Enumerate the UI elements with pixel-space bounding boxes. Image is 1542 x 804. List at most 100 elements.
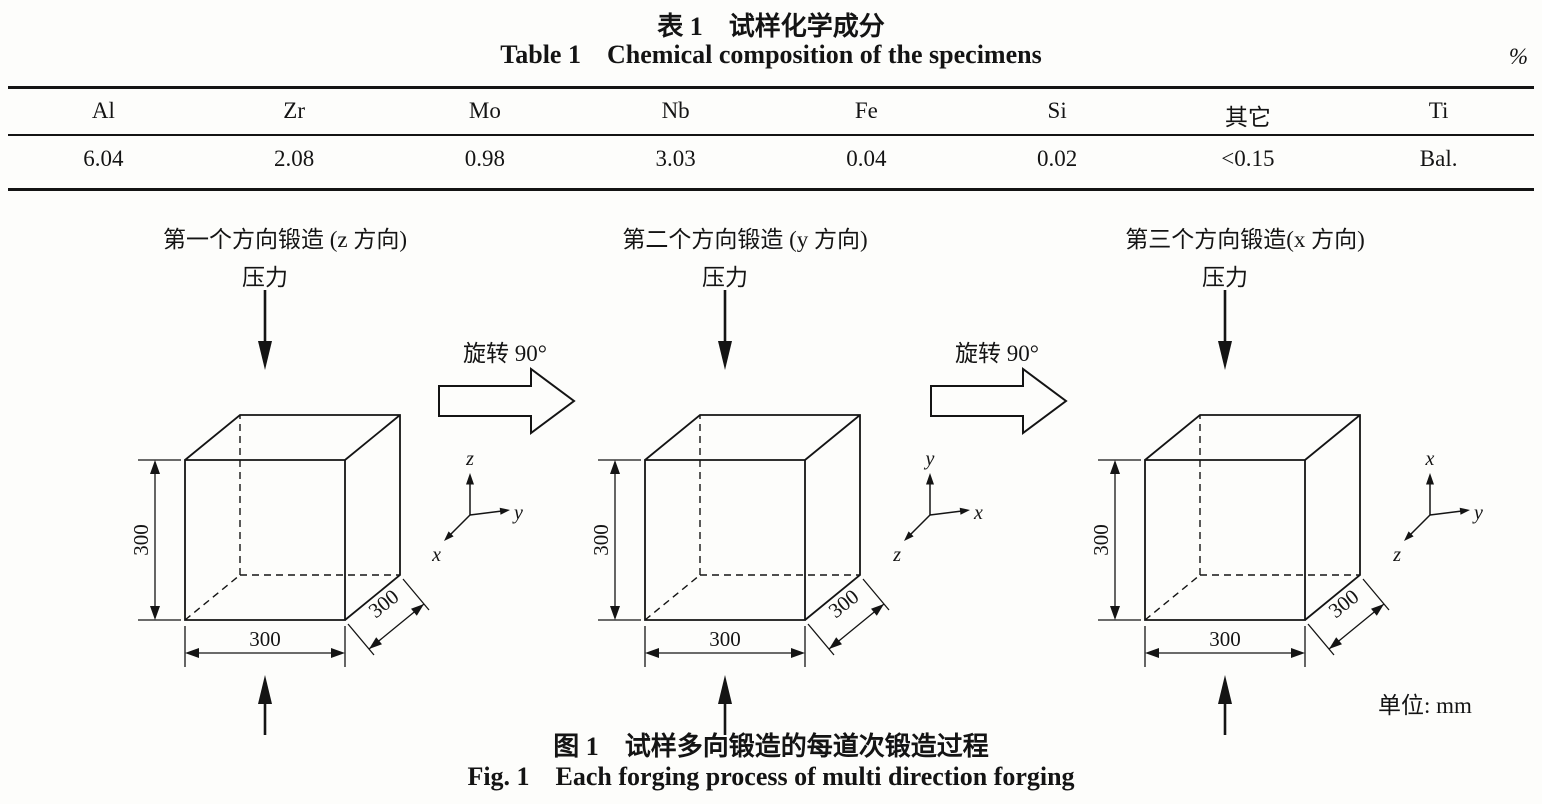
pressure-up-arrow-icon <box>1218 675 1232 735</box>
table-title-en: Table 1 Chemical composition of the spec… <box>500 40 1042 69</box>
figure-caption-en: Fig. 1 Each forging process of multi dir… <box>467 762 1075 791</box>
pressure-label: 压力 <box>1202 265 1248 290</box>
forging-panel-1: 第一个方向锻造 (z 方向) 压力 300 300 <box>105 220 535 740</box>
axis-label-up: x <box>1425 448 1435 470</box>
cube-hidden-edges <box>1144 415 1360 621</box>
pressure-up-arrow-icon <box>718 675 732 735</box>
axis-triad: z y x <box>431 448 523 566</box>
cube-visible-edges <box>184 414 401 621</box>
dim-arrowhead <box>1145 648 1159 658</box>
pressure-down-arrow-icon <box>718 290 732 370</box>
table-value-cell: <0.15 <box>1221 146 1275 171</box>
width-dimension: 300 <box>644 626 806 667</box>
table-value-cell: 3.03 <box>655 146 696 171</box>
axis-arrowhead <box>499 507 510 515</box>
table-header-cell: Fe <box>854 98 878 123</box>
panel-title: 第三个方向锻造(x 方向) <box>1125 227 1365 252</box>
axis-arrowhead <box>904 531 914 541</box>
dim-arrowhead <box>369 637 382 649</box>
depth-dimension: 300 <box>347 578 430 656</box>
depth-dimension-label: 300 <box>364 584 404 622</box>
axis-label-side: y <box>512 502 523 524</box>
dim-arrowhead <box>331 648 345 658</box>
table-rule-middle <box>8 134 1534 136</box>
axis-arrowhead <box>444 531 454 541</box>
width-dimension: 300 <box>184 626 346 667</box>
table-header-cell: Mo <box>468 98 501 123</box>
forging-cube-diagram: 300 300 300 y x z <box>589 414 983 667</box>
axis-label-diag: z <box>892 544 901 566</box>
height-dimension: 300 <box>589 459 641 621</box>
cube-visible-edges <box>644 414 861 621</box>
depth-dimension: 300 <box>807 578 890 656</box>
forging-panel-2: 第二个方向锻造 (y 方向) 压力 300 300 <box>565 220 995 740</box>
axis-arrowhead <box>959 507 970 515</box>
table-header-cell: Al <box>91 98 115 123</box>
cube-hidden-edges <box>184 415 400 621</box>
dim-arrowhead <box>150 606 160 620</box>
width-dimension-label: 300 <box>1209 627 1241 651</box>
table-value-cell: 0.04 <box>846 146 887 171</box>
axis-label-up: y <box>924 448 935 470</box>
height-dimension-label: 300 <box>1089 524 1113 556</box>
height-dimension-label: 300 <box>589 524 613 556</box>
dim-arrowhead <box>185 648 199 658</box>
table-header-cell: Ti <box>1428 98 1449 123</box>
table-value-cell: 2.08 <box>274 146 315 171</box>
depth-dimension-label: 300 <box>1324 584 1364 622</box>
rotate-block-arrow-icon <box>930 367 1068 435</box>
unit-note: 单位: mm <box>1378 693 1472 718</box>
width-dimension: 300 <box>1144 626 1306 667</box>
width-dimension-label: 300 <box>249 627 281 651</box>
dim-arrowhead <box>1371 604 1384 616</box>
dim-arrowhead <box>871 604 884 616</box>
table-data-row: 6.04 2.08 0.98 3.03 0.04 0.02 <0.15 Bal. <box>8 146 1534 172</box>
dim-arrowhead <box>610 460 620 474</box>
axis-triad: x y z <box>1392 448 1483 566</box>
width-dimension-label: 300 <box>709 627 741 651</box>
table-header-cell: 其它 <box>1224 105 1271 130</box>
dim-arrowhead <box>1110 460 1120 474</box>
table-value-cell: Bal. <box>1419 146 1458 171</box>
table-header-cell: Nb <box>661 98 690 123</box>
forging-panel-3: 第三个方向锻造(x 方向) 压力 300 300 <box>1065 220 1495 740</box>
rotate-90-label-1: 旋转 90° <box>463 341 547 366</box>
table-value-cell: 0.98 <box>464 146 505 171</box>
forging-cube-diagram: 300 300 300 z y x <box>129 414 523 667</box>
dim-arrowhead <box>1110 606 1120 620</box>
axis-arrowhead <box>466 473 474 485</box>
panel-title: 第二个方向锻造 (y 方向) <box>622 227 868 252</box>
table-rule-bottom <box>8 188 1534 191</box>
axis-label-diag: x <box>431 544 441 566</box>
axis-triad: y x z <box>892 448 983 566</box>
dim-arrowhead <box>150 460 160 474</box>
pressure-label: 压力 <box>242 265 288 290</box>
height-dimension: 300 <box>1089 459 1141 621</box>
table-rule-top <box>8 86 1534 89</box>
dim-arrowhead <box>1329 637 1342 649</box>
axis-label-diag: z <box>1392 544 1401 566</box>
dim-arrowhead <box>791 648 805 658</box>
pressure-label: 压力 <box>702 265 748 290</box>
dim-arrowhead <box>411 604 424 616</box>
dim-arrowhead <box>645 648 659 658</box>
table-title-zh: 表 1 试样化学成分 <box>657 12 885 41</box>
axis-arrowhead <box>1426 473 1434 485</box>
pressure-down-arrow-icon <box>258 290 272 370</box>
height-dimension-label: 300 <box>129 524 153 556</box>
depth-dimension: 300 <box>1307 578 1390 656</box>
table-header-cell: Zr <box>283 98 305 123</box>
forging-cube-diagram: 300 300 300 x y z <box>1089 414 1483 667</box>
dim-arrowhead <box>610 606 620 620</box>
height-dimension: 300 <box>129 459 181 621</box>
figure-caption-zh: 图 1 试样多向锻造的每道次锻造过程 <box>553 732 989 761</box>
axis-label-side: x <box>973 502 983 524</box>
axis-arrowhead <box>1404 531 1414 541</box>
axis-arrowhead <box>1459 507 1470 515</box>
pressure-down-arrow-icon <box>1218 290 1232 370</box>
table-header-row: Al Zr Mo Nb Fe Si 其它 Ti <box>8 98 1534 132</box>
dim-arrowhead <box>829 637 842 649</box>
table-unit-label: % <box>1508 44 1528 69</box>
table-value-cell: 6.04 <box>83 146 124 171</box>
